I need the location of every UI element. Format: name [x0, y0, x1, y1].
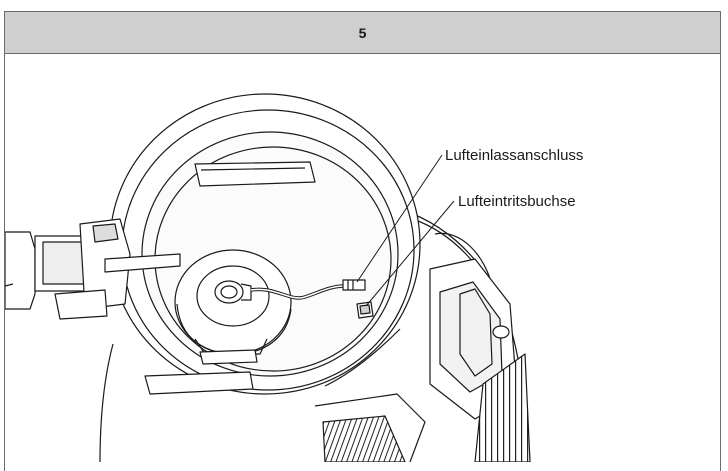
step-header: 5	[5, 12, 720, 54]
air-inlet-connector-label: Lufteinlassanschluss	[445, 147, 584, 164]
device-drawing	[5, 93, 531, 462]
air-inlet-socket-label: Lufteintritsbuchse	[458, 193, 576, 210]
device-illustration: Lufteinlassanschluss Lufteintritsbuchse	[5, 54, 720, 462]
step-number: 5	[358, 24, 367, 41]
step-frame: 5	[4, 11, 721, 471]
